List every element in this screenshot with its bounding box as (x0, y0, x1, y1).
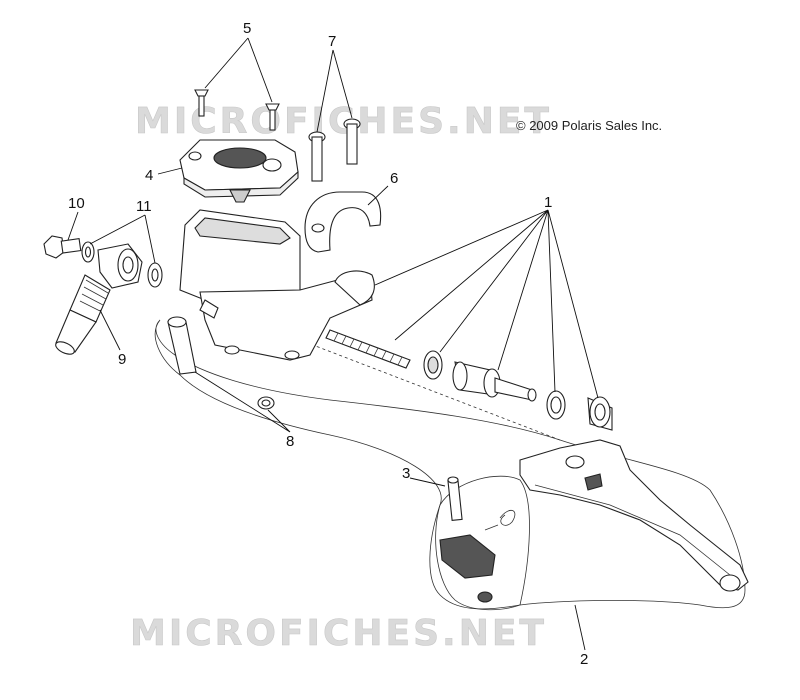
pivot-group-outline (435, 475, 530, 611)
callout-3: 3 (402, 465, 410, 482)
lever-pivot-hardware (439, 476, 516, 603)
reservoir-cap (179, 139, 299, 203)
brake-lever (519, 439, 749, 592)
callout-5: 5 (243, 20, 251, 37)
lever-assembly-outline (154, 319, 746, 610)
clamp-bolts (308, 118, 361, 182)
sealing-washers (81, 241, 163, 288)
master-cylinder-body (179, 209, 375, 361)
callout-11: 11 (136, 198, 152, 215)
watermark-bottom: MICROFICHES.NET (130, 613, 547, 654)
callout-8: 8 (286, 433, 294, 450)
callout-1: 1 (544, 194, 552, 211)
watermark-top: MICROFICHES.NET (135, 101, 552, 142)
callout-9: 9 (118, 351, 126, 368)
callout-6: 6 (390, 170, 398, 187)
piston-kit (325, 329, 613, 431)
callout-7: 7 (328, 33, 336, 50)
brake-hose-fitting (55, 243, 143, 355)
banjo-bolt (43, 235, 82, 259)
pivot-pin (167, 316, 197, 375)
leader-lines (67, 37, 599, 651)
copyright-notice: © 2009 Polaris Sales Inc. (516, 118, 663, 133)
callout-4: 4 (145, 167, 153, 184)
cap-screws (194, 89, 280, 131)
handlebar-clamp (304, 191, 382, 253)
callout-2: 2 (580, 651, 588, 668)
circlip (257, 396, 275, 410)
callout-10: 10 (68, 195, 85, 212)
